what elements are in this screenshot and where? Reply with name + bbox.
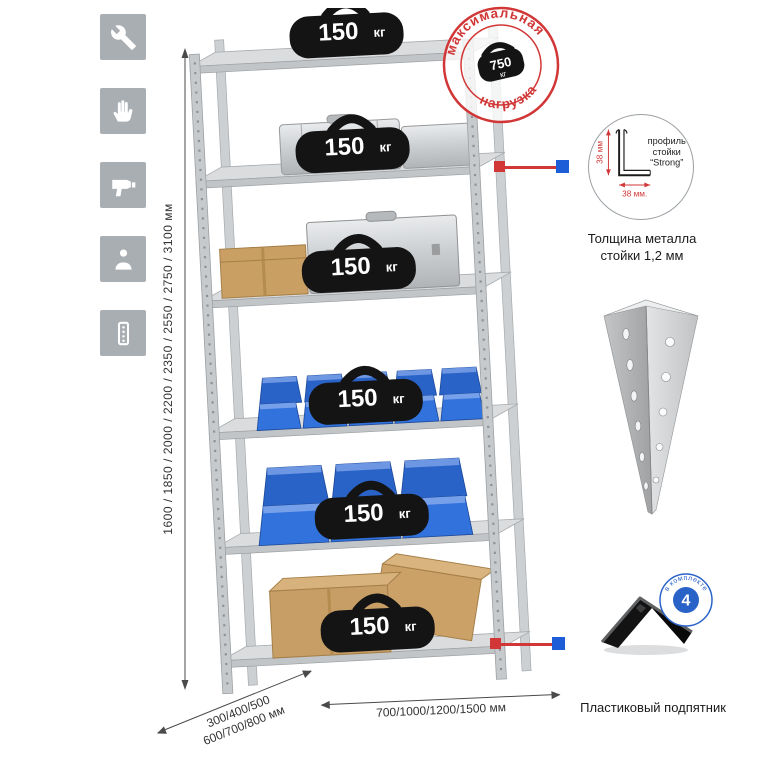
kettlebell-weight: 150 кг xyxy=(308,365,423,425)
shelf-load-value: 150 xyxy=(330,252,371,281)
callout-line-bottom xyxy=(496,643,554,646)
shelving-rack-illustration: 1600 / 1850 / 2000 / 2200 / 2350 / 2550 … xyxy=(162,8,532,695)
shelf-load-unit: кг xyxy=(404,618,417,634)
profile-dim-vertical: 38 мм xyxy=(596,141,605,164)
badge-count: 4 xyxy=(682,593,691,610)
shelf-load-unit: кг xyxy=(379,139,392,155)
person-icon xyxy=(100,236,146,282)
glove-icon xyxy=(100,88,146,134)
kettlebell-weight: 150 кг xyxy=(295,114,410,174)
shelf-load-value: 150 xyxy=(337,384,378,413)
profile-label-3: “Strong” xyxy=(650,158,683,168)
perforated-post-icon xyxy=(100,310,146,356)
callout-line-top xyxy=(500,166,558,169)
shelf-load-value: 150 xyxy=(318,18,359,47)
foot-caption: Пластиковый подпятник xyxy=(580,700,726,715)
kettlebell-weight: 150 кг xyxy=(289,8,404,59)
kettlebell-weight: 150 кг xyxy=(301,234,416,294)
profile-dim-horizontal: 38 мм. xyxy=(622,190,647,199)
profile-label-2: стойки xyxy=(653,147,681,157)
height-dimension: 1600 / 1850 / 2000 / 2200 / 2350 / 2550 … xyxy=(162,48,189,690)
kettlebell-weight: 150 кг xyxy=(320,593,435,653)
kettlebell-weight: 150 кг xyxy=(314,480,429,540)
shelf-load-value: 150 xyxy=(343,499,384,528)
quantity-badge: в комплекте 4 xyxy=(659,573,713,627)
callout-marker-blue-bottom xyxy=(552,637,565,650)
drill-icon xyxy=(100,162,146,208)
shelf-load-unit: кг xyxy=(398,506,411,522)
shelf-load-unit: кг xyxy=(373,24,386,40)
callout-marker-red-bottom xyxy=(490,638,501,649)
shelf-load-unit: кг xyxy=(385,259,398,275)
callout-marker-red-top xyxy=(494,161,505,172)
stamp-load-unit: кг xyxy=(499,69,507,79)
height-dimension-label: 1600 / 1850 / 2000 / 2200 / 2350 / 2550 … xyxy=(162,203,175,534)
corner-post-image xyxy=(603,299,699,515)
rack-body: 150 кг 150 кг 150 кг 150 кг xyxy=(188,8,532,695)
callout-marker-blue-top xyxy=(556,160,569,173)
profile-label-1: профиль xyxy=(648,136,686,146)
shelf-load-value: 150 xyxy=(349,612,390,641)
feature-icon-column xyxy=(100,14,146,356)
shelf-load-unit: кг xyxy=(392,391,405,407)
stamp-load-value: 750 xyxy=(488,54,513,73)
shelf-load-value: 150 xyxy=(324,133,365,162)
post-profile-detail: 38 мм 38 мм. профиль стойки “Strong” xyxy=(588,114,694,220)
wrench-icon xyxy=(100,14,146,60)
profile-caption: Толщина металла стойки 1,2 мм xyxy=(587,231,697,263)
